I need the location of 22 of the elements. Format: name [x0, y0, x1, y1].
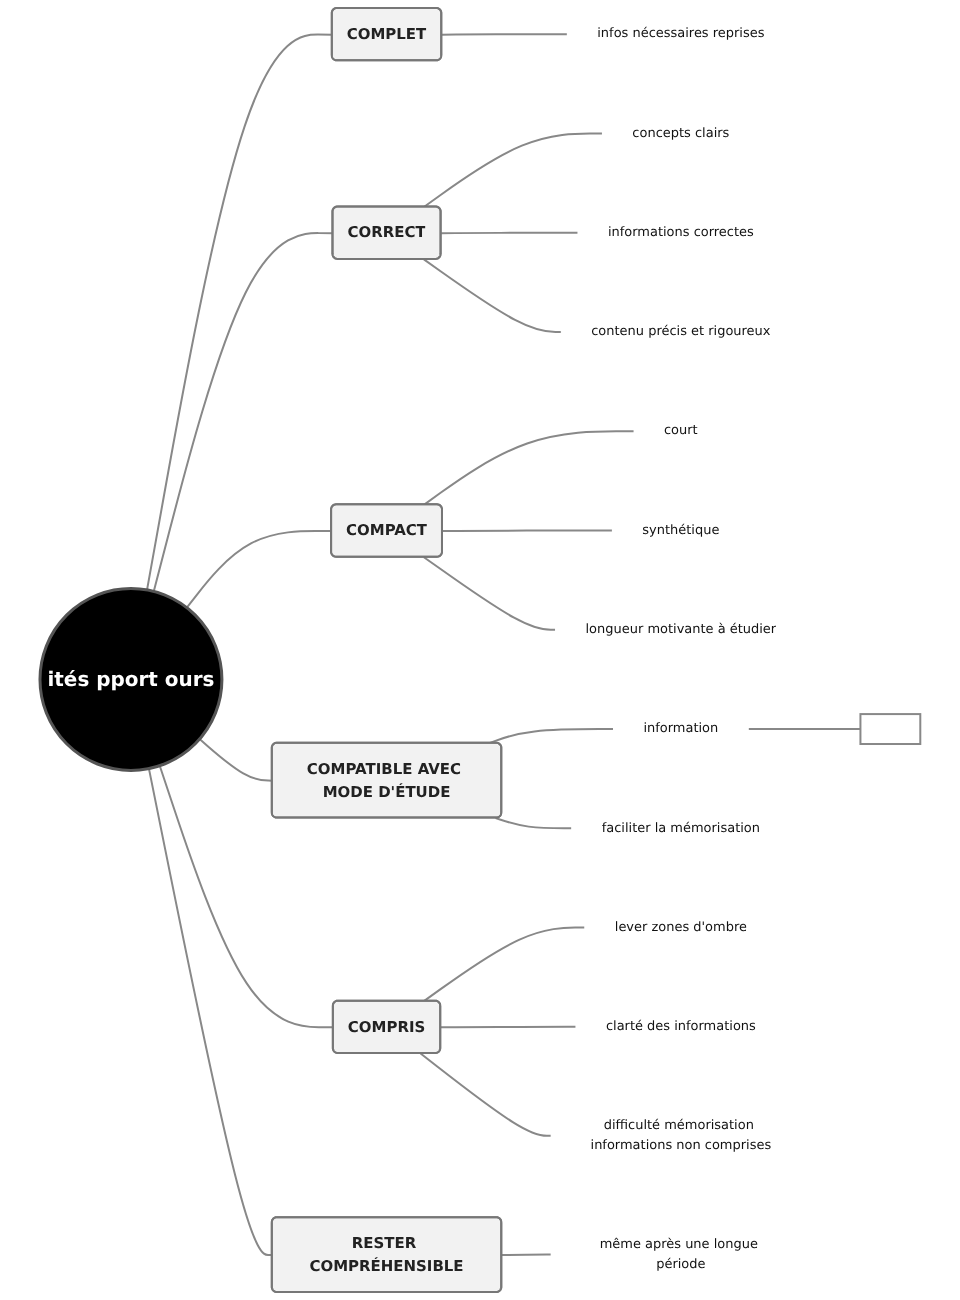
connector	[198, 738, 274, 782]
connector	[145, 33, 334, 591]
connector	[158, 764, 335, 1029]
connector	[422, 258, 563, 333]
node-circle: ités pport ours	[38, 586, 224, 772]
connector	[152, 232, 334, 593]
connector	[440, 33, 569, 36]
connector	[488, 728, 615, 745]
node-box	[859, 713, 922, 745]
connector	[500, 1253, 552, 1257]
connector	[422, 926, 586, 1003]
connector	[422, 430, 635, 506]
connector	[419, 1052, 552, 1137]
connector	[441, 529, 614, 532]
connector	[147, 767, 274, 1257]
connector	[494, 817, 573, 830]
connector	[439, 231, 579, 235]
connector	[422, 132, 604, 208]
connector	[439, 1025, 577, 1029]
connector	[747, 728, 862, 731]
connector	[185, 529, 333, 609]
connector	[422, 556, 557, 631]
